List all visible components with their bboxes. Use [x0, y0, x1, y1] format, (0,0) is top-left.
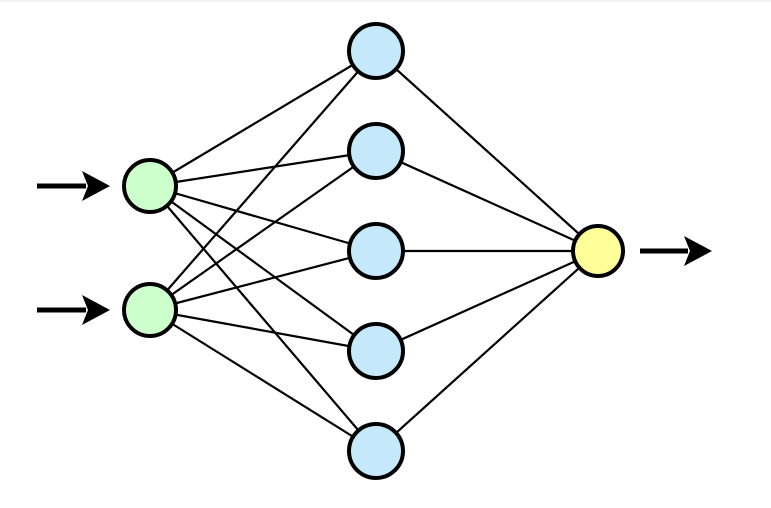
hidden-node-5[interactable]: [347, 422, 405, 480]
neuron-nodes-group: [122, 22, 625, 480]
input-arrow-2-head: [82, 295, 110, 325]
edge-h5-to-o1: [375, 250, 599, 452]
edge-h4-to-o1: [375, 249, 599, 353]
hidden-node-2[interactable]: [347, 122, 405, 180]
edge-h2-to-o1: [375, 149, 599, 253]
edge-i1-to-h3: [149, 184, 377, 253]
hidden-node-1[interactable]: [347, 22, 405, 80]
hidden-node-4[interactable]: [347, 322, 405, 380]
edge-i2-to-h2: [149, 150, 377, 311]
edge-i1-to-h4: [149, 185, 377, 352]
input-arrow-1-head: [82, 171, 110, 201]
connection-edges-group: [149, 50, 599, 452]
io-arrows-group: [37, 171, 712, 325]
hidden-node-3[interactable]: [347, 222, 405, 280]
edge-i1-to-h5: [149, 185, 377, 452]
input-node-2[interactable]: [122, 282, 178, 338]
edge-i1-to-h1: [149, 50, 377, 187]
edge-h1-to-o1: [375, 50, 599, 252]
edge-i2-to-h1: [149, 50, 377, 311]
input-node-1[interactable]: [122, 158, 178, 214]
edge-i2-to-h4: [149, 308, 377, 353]
output-arrow-1-head: [684, 236, 712, 266]
edge-i1-to-h2: [149, 149, 377, 188]
output-node-1[interactable]: [571, 224, 625, 278]
edge-i2-to-h3: [149, 249, 377, 312]
edge-i2-to-h5: [149, 309, 377, 452]
